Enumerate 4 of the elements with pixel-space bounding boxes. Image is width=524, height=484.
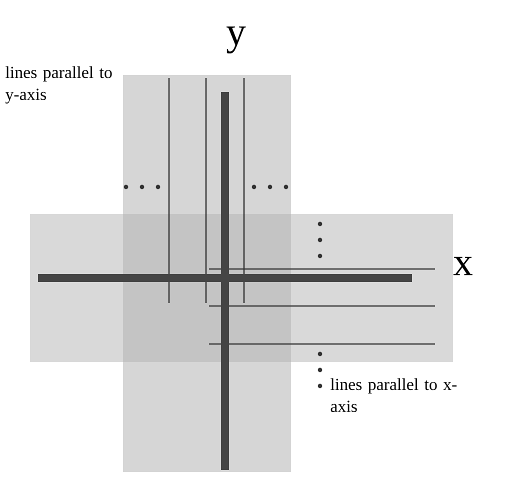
annotation: lines parallel to y-axis bbox=[5, 66, 112, 104]
axis-label: y bbox=[226, 26, 246, 54]
annotation: lines parallel to x-axis bbox=[330, 378, 457, 412]
axis-label: x bbox=[453, 256, 472, 276]
